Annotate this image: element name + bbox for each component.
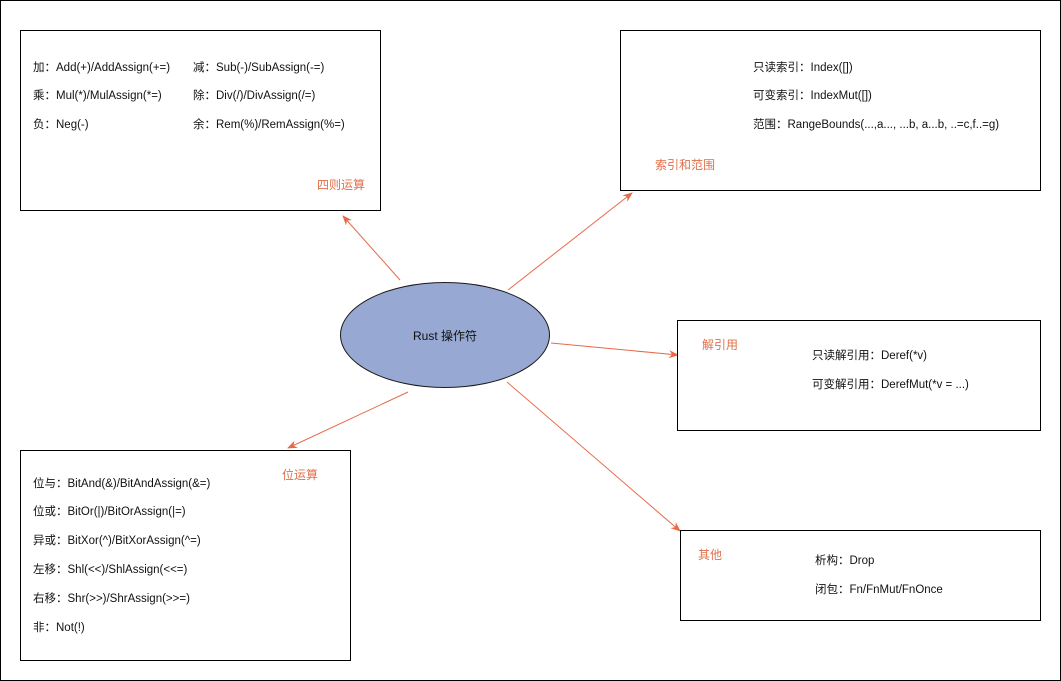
center-node: Rust 操作符: [340, 282, 550, 388]
arithmetic-item-sub: 减：Sub(-)/SubAssign(-=): [193, 62, 325, 74]
deref-item-readonly: 只读解引用：Deref(*v): [812, 350, 928, 362]
index-item-mutable: 可变索引：IndexMut([]): [753, 90, 872, 102]
bitwise-item-xor: 异或：BitXor(^)/BitXorAssign(^=): [33, 535, 201, 547]
bitwise-item-not: 非：Not(!): [33, 622, 85, 634]
arithmetic-item-mul: 乘：Mul(*)/MulAssign(*=): [33, 90, 162, 102]
arithmetic-item-add: 加：Add(+)/AddAssign(+=): [33, 62, 171, 74]
bitwise-item-and: 位与：BitAnd(&)/BitAndAssign(&=): [33, 478, 211, 490]
arrow-to-bitwise: [287, 391, 409, 449]
deref-title: 解引用: [702, 338, 739, 352]
deref-box: 解引用 只读解引用：Deref(*v) 可变解引用：DerefMut(*v = …: [677, 320, 1041, 431]
bitwise-item-shr: 右移：Shr(>>)/ShrAssign(>>=): [33, 593, 190, 605]
index-item-readonly: 只读索引：Index([]): [753, 62, 853, 74]
index-title: 索引和范围: [655, 158, 716, 172]
arrow-to-other: [506, 381, 681, 532]
other-item-closure: 闭包：Fn/FnMut/FnOnce: [815, 584, 943, 596]
bitwise-item-shl: 左移：Shl(<<)/ShlAssign(<<=): [33, 564, 188, 576]
arrow-to-deref: [550, 342, 679, 359]
bitwise-box: 位运算 位与：BitAnd(&)/BitAndAssign(&=) 位或：Bit…: [20, 450, 351, 661]
other-box: 其他 析构：Drop 闭包：Fn/FnMut/FnOnce: [680, 530, 1041, 621]
arithmetic-title: 四则运算: [317, 178, 366, 192]
arithmetic-item-div: 除：Div(/)/DivAssign(/=): [193, 90, 316, 102]
index-item-range: 范围：RangeBounds(...,a..., ...b, a...b, ..…: [753, 119, 1000, 131]
arrow-to-index: [507, 192, 633, 291]
center-label: Rust 操作符: [412, 328, 477, 343]
other-title: 其他: [698, 548, 723, 562]
deref-item-mutable: 可变解引用：DerefMut(*v = ...): [812, 379, 969, 391]
arithmetic-box: 加：Add(+)/AddAssign(+=) 减：Sub(-)/SubAssig…: [20, 30, 381, 211]
arithmetic-item-neg: 负：Neg(-): [33, 119, 89, 131]
index-box: 只读索引：Index([]) 可变索引：IndexMut([]) 范围：Rang…: [620, 30, 1041, 191]
bitwise-item-or: 位或：BitOr(|)/BitOrAssign(|=): [33, 506, 186, 518]
other-item-drop: 析构：Drop: [815, 555, 875, 567]
arrow-to-arithmetic: [342, 215, 401, 281]
bitwise-title: 位运算: [282, 468, 319, 482]
arithmetic-item-rem: 余：Rem(%)/RemAssign(%=): [193, 119, 345, 131]
